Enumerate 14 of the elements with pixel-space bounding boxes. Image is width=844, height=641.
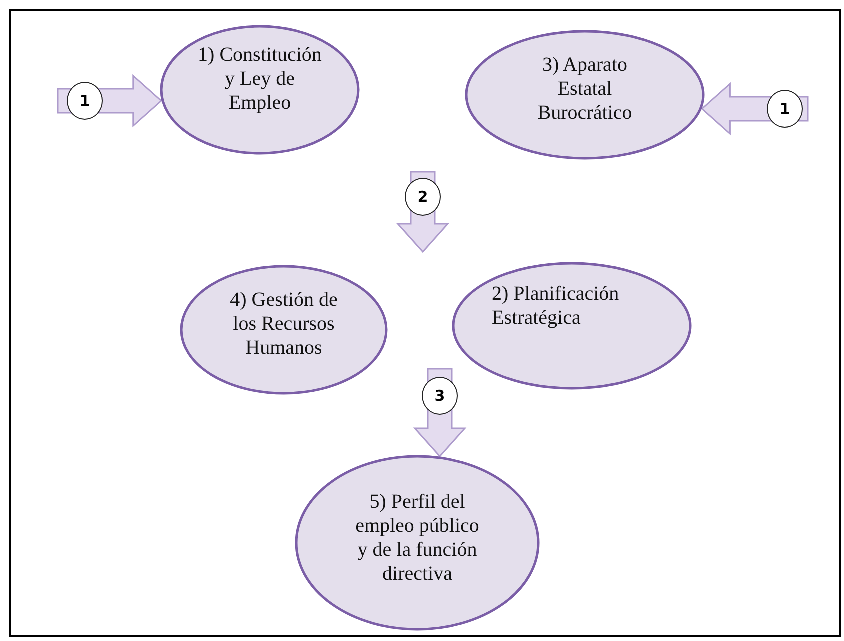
node-label: 2) Planificación Estratégica (492, 282, 620, 330)
number-circle: 3 (422, 377, 458, 415)
node-label: 3) Aparato Estatal Burocrático (536, 53, 634, 125)
number-circle: 1 (767, 90, 803, 128)
ellipse-node (180, 265, 388, 395)
number-circle: 1 (67, 82, 103, 120)
node-label: 1) Constitución y Ley de Empleo (197, 43, 323, 115)
ellipse-node (160, 25, 360, 155)
ellipse-node (295, 455, 540, 631)
node-label: 5) Perfil del empleo público y de la función directiva (354, 490, 480, 586)
ellipse-node (452, 262, 692, 390)
node-label: 4) Gestión de los Recursos Humanos (229, 288, 339, 360)
number-circle: 2 (405, 178, 441, 216)
ellipse-node (465, 30, 705, 160)
